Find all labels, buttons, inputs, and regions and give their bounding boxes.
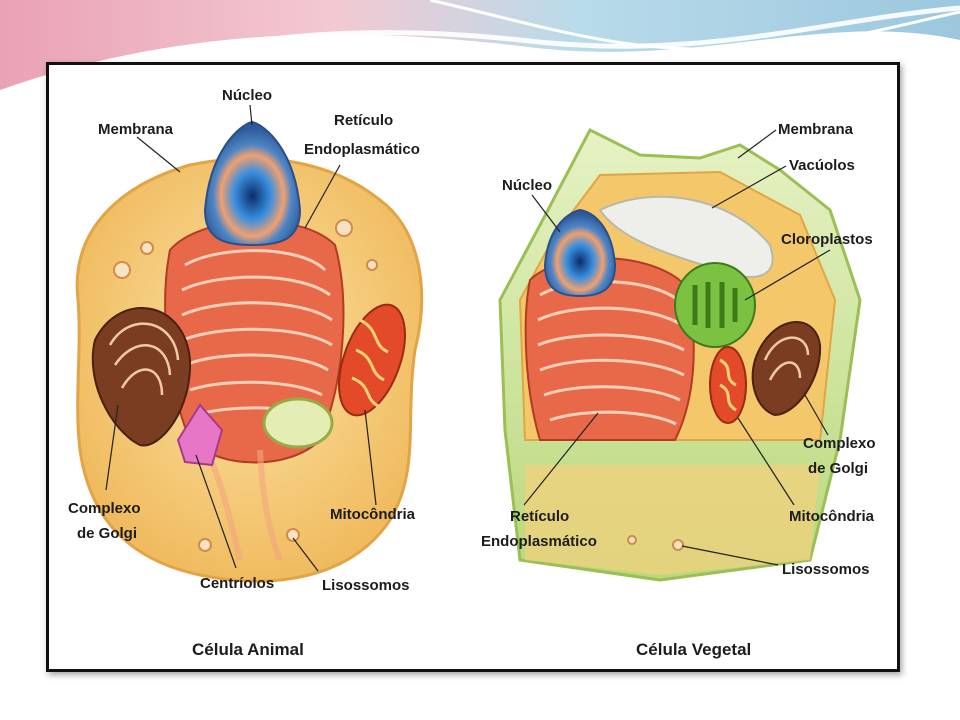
top-wave-highlight — [0, 5, 960, 113]
animal-label-golgi-2: de Golgi — [77, 525, 137, 542]
animal-centrioles — [176, 403, 224, 467]
plant-label-membrana: Membrana — [778, 121, 854, 138]
plant-leader-lines — [523, 129, 831, 566]
plant-mitochondria — [709, 346, 747, 424]
animal-caption: Célula Animal — [192, 640, 304, 659]
plant-label-cloroplastos: Cloroplastos — [781, 231, 873, 248]
animal-label-golgi-1: Complexo — [68, 500, 141, 517]
plant-label-golgi-2: de Golgi — [808, 460, 868, 477]
plant-vacuole — [598, 195, 774, 278]
plant-lysosomes — [627, 535, 684, 551]
plant-label-reticulo-1: Retículo — [510, 508, 569, 525]
plant-label-lisossomos: Lisossomos — [782, 561, 870, 578]
animal-cell — [75, 120, 424, 583]
plant-label-golgi-1: Complexo — [803, 435, 876, 452]
animal-label-nucleo: Núcleo — [222, 87, 272, 104]
animal-nucleus — [203, 120, 302, 247]
plant-caption: Célula Vegetal — [636, 640, 751, 659]
plant-cytoplasm-lower — [525, 465, 820, 575]
animal-mitochondria — [338, 303, 406, 417]
top-wave-line — [429, 0, 960, 52]
plant-nucleus — [543, 208, 617, 298]
plant-label-nucleo: Núcleo — [502, 177, 552, 194]
animal-label-membrana: Membrana — [98, 121, 174, 138]
animal-label-centriolos: Centríolos — [200, 575, 274, 592]
plant-label-vacuolos: Vacúolos — [789, 157, 855, 174]
animal-leader-lines — [105, 104, 377, 572]
top-wave-band — [0, 0, 960, 90]
plant-golgi — [751, 321, 822, 417]
animal-label-reticulo-2: Endoplasmático — [304, 141, 420, 158]
plant-label-mitocondria: Mitocôndria — [789, 508, 875, 525]
animal-label-reticulo-1: Retículo — [334, 112, 393, 129]
animal-label-lisossomos: Lisossomos — [322, 577, 410, 594]
animal-vacuole — [262, 397, 334, 449]
plant-chloroplast — [674, 262, 756, 348]
animal-label-mitocondria: Mitocôndria — [330, 506, 416, 523]
animal-lysosomes — [113, 219, 378, 552]
plant-label-reticulo-2: Endoplasmático — [481, 533, 597, 550]
